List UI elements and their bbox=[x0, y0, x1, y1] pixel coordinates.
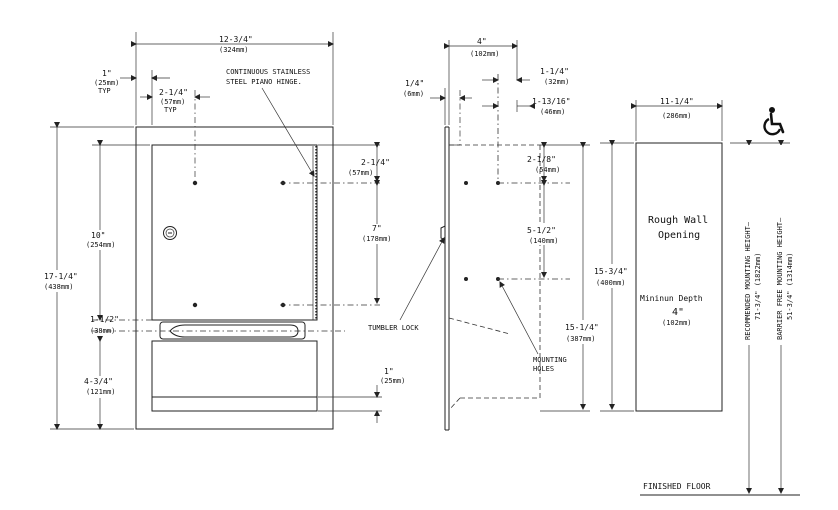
door-height-mm: (254mm) bbox=[86, 241, 116, 249]
opening-width-mm: (286mm) bbox=[662, 112, 692, 120]
barrier-free-height-value: 51-3/4" (1314mm) bbox=[786, 253, 794, 320]
hole-top-left bbox=[192, 180, 198, 186]
side-flange-label: 1/4" bbox=[405, 79, 424, 88]
side-top-hole-mm: (54mm) bbox=[535, 166, 560, 174]
side-hole-spacing-label: 5-1/2" bbox=[527, 226, 556, 235]
side-overall-mm: (387mm) bbox=[566, 335, 596, 343]
overall-height-mm: (438mm) bbox=[44, 283, 74, 291]
overall-width-label: 12-3/4" bbox=[219, 35, 253, 44]
rough-wall-label-1: Rough Wall bbox=[648, 215, 708, 226]
mounting-holes-label-2: HOLES bbox=[533, 365, 554, 373]
door-height-label: 10" bbox=[91, 231, 105, 240]
tumbler-lock-label: TUMBLER LOCK bbox=[368, 324, 419, 332]
opening-height-label: 15-3/4" bbox=[594, 267, 628, 276]
flange-typ: TYP bbox=[98, 87, 111, 95]
side-flange-mm: (6mm) bbox=[403, 90, 424, 98]
depth-label: 4" bbox=[477, 37, 487, 46]
bottom-height-mm: (121mm) bbox=[86, 388, 116, 396]
depth-mm: (102mm) bbox=[470, 50, 500, 58]
side-view bbox=[440, 126, 541, 431]
opening-height-mm: (400mm) bbox=[596, 279, 626, 287]
side-b-mm: (46mm) bbox=[540, 108, 565, 116]
flange2-label: 2-1/4" bbox=[159, 88, 188, 97]
min-depth-label-1: Mininun Depth bbox=[640, 294, 703, 303]
recommended-height-value: 71-3/4" (1822mm) bbox=[754, 253, 762, 320]
hinge-label-2: STEEL PIANO HINGE. bbox=[226, 78, 302, 86]
min-depth-label-2: 4" bbox=[672, 307, 684, 318]
overall-height-label: 17-1/4" bbox=[44, 272, 78, 281]
hole-spacing-mm: (178mm) bbox=[362, 235, 392, 243]
flange-label: 1" bbox=[102, 69, 112, 78]
rough-opening-dimensions: 11-1/4" (286mm) 15-3/4" (400mm) bbox=[592, 97, 723, 412]
front-view bbox=[135, 126, 334, 430]
slot-offset-mm: (38mm) bbox=[90, 327, 115, 335]
front-flange-outline bbox=[135, 126, 334, 430]
slot-offset-label: 1-1/2" bbox=[90, 315, 119, 324]
rough-opening-view: Rough Wall Opening Mininun Depth 4" (102… bbox=[635, 142, 723, 412]
flange2-mm: (57mm) bbox=[160, 98, 185, 106]
wheelchair-icon bbox=[763, 107, 785, 136]
side-hole-top-left bbox=[464, 181, 468, 185]
side-overall-label: 15-1/4" bbox=[565, 323, 599, 332]
side-b-label: 1-13/16" bbox=[532, 97, 571, 106]
recommended-height-label: RECOMMENDED MOUNTING HEIGHT— bbox=[744, 221, 752, 340]
top-hole-label: 2-1/4" bbox=[361, 158, 390, 167]
side-hole-spacing-mm: (140mm) bbox=[529, 237, 559, 245]
min-depth-mm: (102mm) bbox=[662, 319, 692, 327]
mounting-heights: RECOMMENDED MOUNTING HEIGHT— 71-3/4" (18… bbox=[640, 107, 800, 496]
hinge-label-1: CONTINUOUS STAINLESS bbox=[226, 68, 310, 76]
tumbler-lock-side bbox=[440, 225, 446, 241]
bottom-height-label: 4-3/4" bbox=[84, 377, 113, 386]
hole-spacing-label: 7" bbox=[372, 224, 382, 233]
side-a-mm: (32mm) bbox=[544, 78, 569, 86]
flange2-typ: TYP bbox=[164, 106, 177, 114]
bottom-lip-label: 1" bbox=[384, 367, 394, 376]
finished-floor-label: FINISHED FLOOR bbox=[643, 482, 711, 491]
rough-wall-label-2: Opening bbox=[658, 230, 700, 241]
bottom-lip-mm: (25mm) bbox=[380, 377, 405, 385]
side-dimensions: 4" (102mm) 1/4" (6mm) 1-1/4" (32mm) 1-13… bbox=[403, 37, 603, 412]
overall-width-mm: (324mm) bbox=[219, 46, 249, 54]
front-bottom-cabinet bbox=[151, 340, 318, 412]
hole-bottom-left bbox=[192, 302, 198, 308]
opening-width-label: 11-1/4" bbox=[660, 97, 694, 106]
rough-opening-rect bbox=[635, 142, 723, 412]
side-hole-bottom-left bbox=[464, 277, 468, 281]
barrier-free-height-label: BARRIER FREE MOUNTING HEIGHT— bbox=[776, 217, 784, 340]
lock-icon bbox=[163, 226, 177, 240]
top-hole-mm: (57mm) bbox=[348, 169, 373, 177]
dispenser-opening bbox=[159, 321, 306, 340]
front-dimensions: 12-3/4" (324mm) 1" (25mm) TYP 2-1/4" (57… bbox=[42, 32, 445, 430]
mounting-holes-label-1: MOUNTING bbox=[533, 356, 567, 364]
flange-mm: (25mm) bbox=[94, 79, 119, 87]
side-a-label: 1-1/4" bbox=[540, 67, 569, 76]
side-top-hole-label: 2-1/8" bbox=[527, 155, 556, 164]
